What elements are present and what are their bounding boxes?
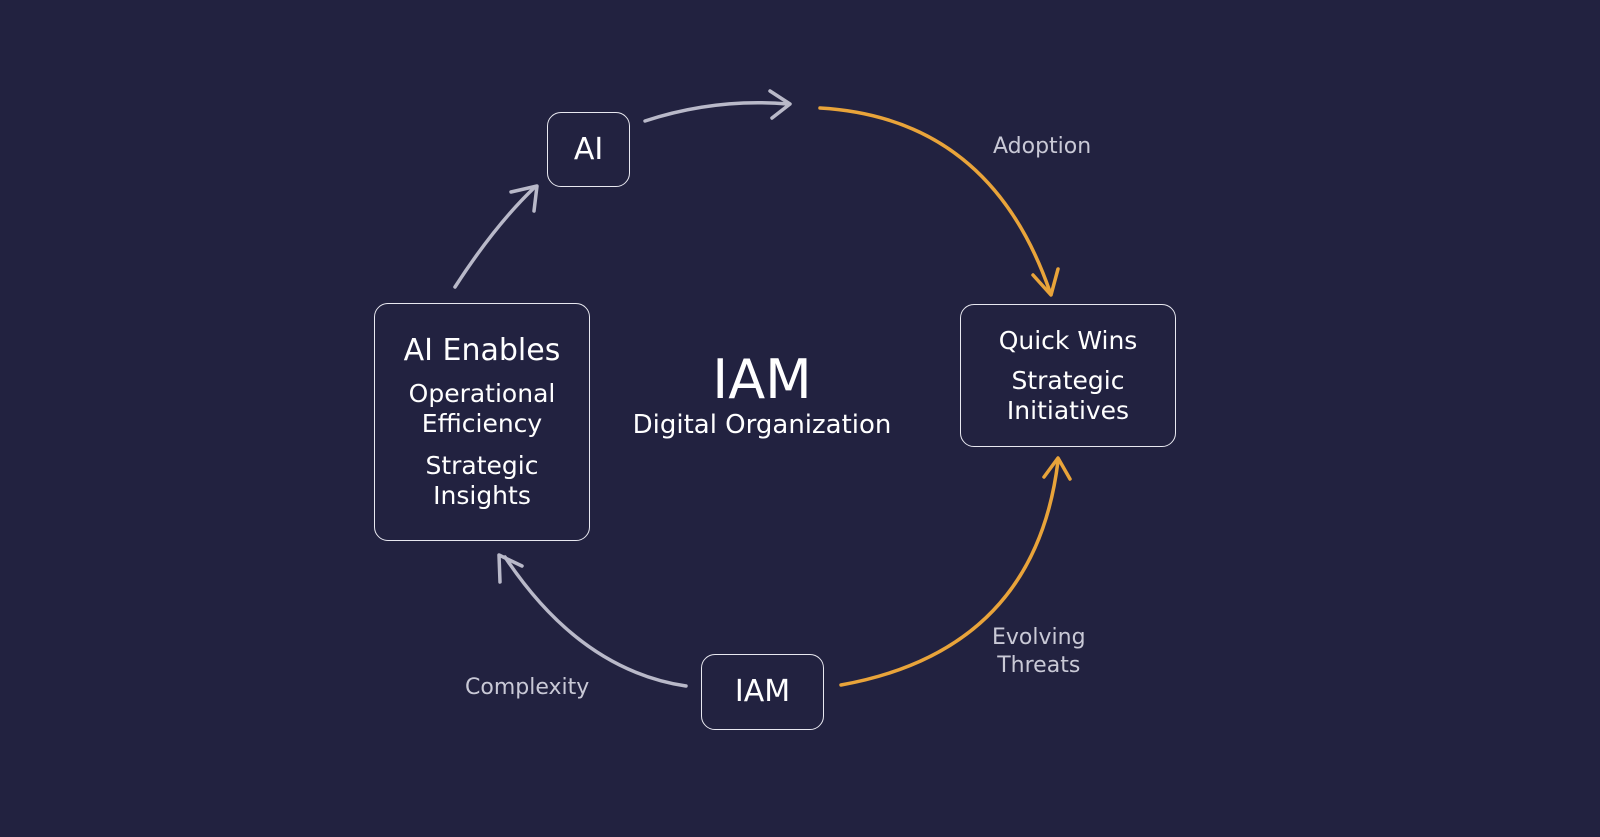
- edge-label-evolving-threats: Evolving Threats: [992, 624, 1086, 679]
- node-quick-wins-title: Quick Wins: [998, 325, 1138, 355]
- arrow-iam-to-ai-enables: [503, 555, 688, 688]
- edge-label-complexity: Complexity: [465, 675, 590, 700]
- center-title: IAM: [712, 348, 812, 411]
- node-quick-wins-item-line2: Initiatives: [1006, 395, 1130, 425]
- arrow-head-ai-to-adoption: [768, 89, 792, 120]
- node-ai-label: AI: [573, 131, 604, 167]
- center-label: IAM Digital Organization: [612, 350, 912, 443]
- node-ai-enables: AI Enables Operational Efficiency Strate…: [374, 303, 590, 541]
- node-quick-wins: Quick Wins Strategic Initiatives: [960, 304, 1176, 447]
- node-iam: IAM: [701, 654, 824, 730]
- node-ai-enables-item2-line1: Strategic: [425, 451, 539, 480]
- arrow-head-iam-to-ai-enables: [497, 553, 524, 584]
- arrow-ai-to-adoption: [643, 101, 790, 123]
- node-ai-enables-title: AI Enables: [403, 333, 561, 368]
- node-ai-enables-item2-line2: Insights: [433, 481, 531, 510]
- arrow-adoption-to-quick-wins: [818, 106, 1052, 294]
- node-ai-enables-item1-line1: Operational: [408, 379, 556, 408]
- node-quick-wins-item-line1: Strategic: [1011, 365, 1125, 395]
- arrow-ai-enables-to-ai: [453, 185, 537, 289]
- arrow-iam-to-quick-wins: [839, 459, 1060, 687]
- center-subtitle: Digital Organization: [632, 410, 892, 441]
- node-ai-enables-item1-line2: Efficiency: [421, 409, 543, 438]
- arrow-head-adoption-to-quick-wins: [1031, 267, 1060, 297]
- node-iam-label: IAM: [734, 674, 791, 709]
- edge-label-evolving-threats-line2: Threats: [997, 652, 1081, 678]
- edge-label-evolving-threats-line1: Evolving: [992, 625, 1086, 650]
- edge-label-adoption: Adoption: [993, 134, 1092, 159]
- arrow-head-iam-to-quick-wins: [1042, 456, 1072, 481]
- arrow-head-ai-enables-to-ai: [509, 184, 539, 213]
- node-ai: AI: [547, 112, 630, 187]
